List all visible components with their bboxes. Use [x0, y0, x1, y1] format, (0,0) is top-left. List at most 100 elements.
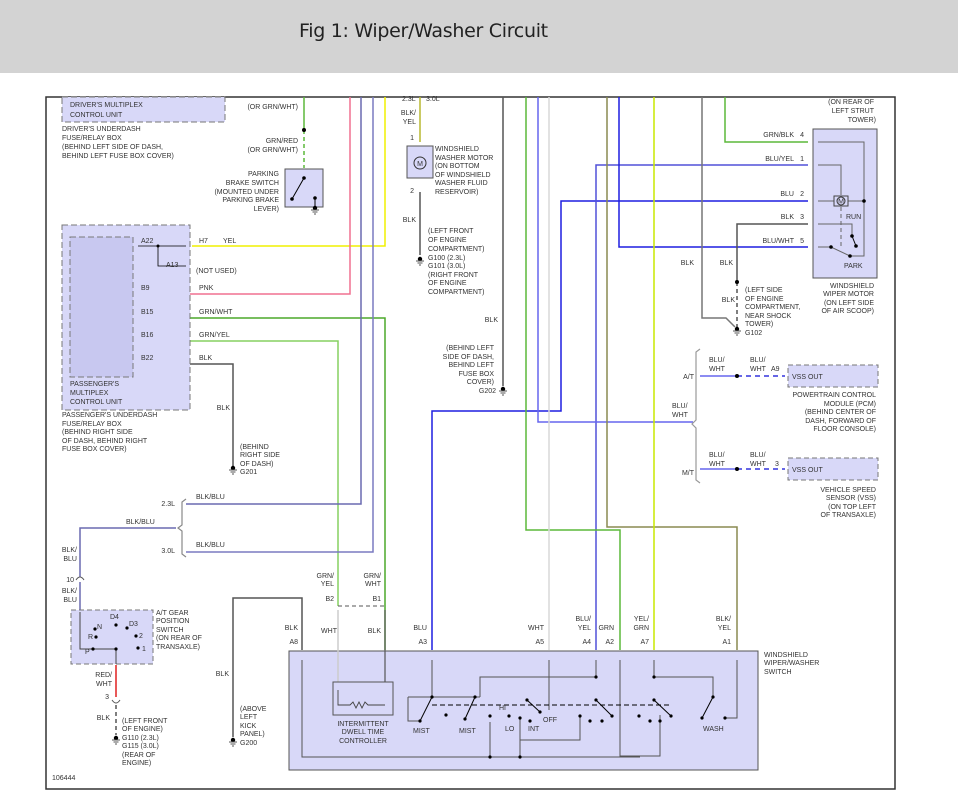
wire-label: BLK	[485, 317, 499, 324]
wire-label: GRN/BLK	[763, 132, 794, 139]
passengers-mcu-location: PASSENGER'S UNDERDASH	[62, 412, 157, 419]
motor-symbol: M	[838, 199, 844, 206]
wire-label: BLK	[368, 628, 382, 635]
park-label: PARK	[844, 263, 863, 270]
ground-label: (LEFT FRONT	[122, 718, 168, 725]
ground-label: COVER)	[467, 379, 494, 386]
ground-label: LEFT	[240, 714, 258, 721]
wire-label: YEL	[718, 625, 731, 632]
pcm-label: MODULE (PCM)	[824, 401, 876, 408]
wire-label: BLK	[217, 405, 231, 412]
pcm-label: (BEHIND CENTER OF	[805, 409, 876, 416]
wire-label: YEL	[223, 238, 236, 245]
wire-label: BLU	[780, 191, 794, 198]
branch-label: A/T	[683, 374, 695, 381]
at-gear-position-switch: D4 N D3 R 2 P 1 A/T GEAR POSITION SWITCH…	[70, 609, 202, 767]
gear-switch-label: POSITION	[156, 618, 189, 625]
wire-label: GRN	[598, 625, 614, 632]
wiper-motor-label: (ON LEFT SIDE	[824, 300, 874, 307]
windshield-wiper-motor: (ON REAR OF LEFT STRUT TOWER) GRN/BLK 4 …	[763, 99, 878, 315]
ground-label: SIDE OF DASH,	[443, 354, 494, 361]
wire-grn-blk	[724, 97, 808, 143]
wire-label: BLK	[285, 625, 299, 632]
pin-label: A22	[141, 238, 154, 245]
passengers-mcu-label: PASSENGER'S	[70, 381, 119, 388]
parking-brake-label: PARKING	[248, 171, 279, 178]
location-label: LEFT STRUT	[832, 108, 875, 115]
wire-label: BLK	[722, 297, 736, 304]
pin-label: A5	[535, 639, 544, 646]
engine-label: 2.3L	[402, 96, 416, 103]
ground-label: RIGHT SIDE	[240, 452, 280, 459]
ground-id: G202	[479, 388, 496, 395]
wire-label: BLK/	[716, 616, 731, 623]
wire-label: YEL/	[634, 616, 649, 623]
gear-switch-label: SWITCH	[156, 627, 184, 634]
wire-blk-g102-b	[701, 97, 736, 328]
vehicle-speed-sensor: M/T BLU/ WHT BLU/ WHT 3 VSS OUT VEHICLE …	[682, 452, 879, 519]
pin-label: A1	[722, 639, 731, 646]
drivers-mcu-location: BEHIND LEFT FUSE BOX COVER)	[62, 153, 174, 160]
pin-label: 10	[66, 577, 74, 584]
passengers-mcu-label: CONTROL UNIT	[70, 399, 123, 406]
ground-label: FUSE BOX	[459, 371, 495, 378]
pin-label: 2	[410, 188, 414, 195]
passengers-mcu-location: FUSE BOX COVER)	[62, 446, 127, 453]
engine-label: 3.0L	[161, 548, 175, 555]
ground-g102: BLK BLK BLK (LEFT SIDE OF ENGINE COMPART…	[681, 260, 801, 337]
wire-blu	[431, 200, 808, 650]
ground-g202: BLK (BEHIND LEFT SIDE OF DASH, BEHIND LE…	[443, 317, 508, 396]
wire-label: BLK	[403, 217, 417, 224]
wire-label: BLK	[681, 260, 695, 267]
ground-label: G110 (2.3L)	[122, 735, 159, 742]
vss-label: VEHICLE SPEED	[820, 487, 876, 494]
drivers-mcu-location: (BEHIND LEFT SIDE OF DASH,	[62, 144, 163, 151]
gear-position: R	[88, 634, 93, 641]
wire-label: (OR GRN/WHT)	[247, 147, 298, 154]
switch-position-int: INT	[528, 726, 540, 733]
wire-label: WHT	[709, 366, 726, 373]
wire-label: GRN/	[364, 573, 382, 580]
wire-label: BLU/	[672, 403, 688, 410]
engine-label: 2.3L	[161, 501, 175, 508]
pin-label: A4	[582, 639, 591, 646]
pin-label: B2	[325, 596, 334, 603]
gear-position: D4	[110, 614, 119, 621]
switch-position-wash: WASH	[703, 726, 724, 733]
passengers-mcu-location: FUSE/RELAY BOX	[62, 421, 122, 428]
pin-label: H7	[199, 238, 208, 245]
wires	[79, 97, 808, 737]
gear-position: 1	[142, 646, 146, 653]
washer-motor-label: OF WINDSHIELD	[435, 172, 491, 179]
wire-label: BLK/	[62, 547, 77, 554]
wire-label: YEL	[321, 581, 334, 588]
pin-label: B16	[141, 332, 154, 339]
ground-label: G100 (2.3L)	[428, 255, 465, 262]
motor-symbol: M	[417, 161, 423, 168]
parking-brake-label: LEVER)	[254, 206, 279, 213]
washer-motor-label: (ON BOTTOM	[435, 163, 480, 170]
switch-position-off: OFF	[543, 717, 557, 724]
wiper-motor-label: WIPER MOTOR	[823, 291, 874, 298]
wire-label: BLU/YEL	[765, 156, 794, 163]
pin-label: A8	[289, 639, 298, 646]
splice-dot	[302, 128, 306, 132]
wire-blk-yel	[606, 97, 738, 650]
wire-label: RED/	[95, 672, 112, 679]
passengers-mcu-location: (BEHIND RIGHT SIDE	[62, 429, 133, 436]
passengers-mcu-label: MULTIPLEX	[70, 390, 109, 397]
gear-switch-label: TRANSAXLE)	[156, 644, 200, 651]
location-label: (ON REAR OF	[828, 99, 874, 106]
parking-brake-label: BRAKE SWITCH	[226, 180, 279, 187]
switch-position-mist: MIST	[413, 728, 430, 735]
pcm-label: POWERTRAIN CONTROL	[793, 392, 877, 399]
wire-grn-yel	[140, 340, 339, 606]
wire-label: WHT	[750, 461, 767, 468]
ground-label: OF ENGINE	[745, 296, 784, 303]
wire-label: WHT	[528, 625, 545, 632]
wire-label: GRN/	[317, 573, 335, 580]
wire-label: BLU/	[709, 452, 725, 459]
branch-label: M/T	[682, 470, 695, 477]
wire-label: WHT	[750, 366, 767, 373]
ground-label: OF DASH)	[240, 461, 273, 468]
